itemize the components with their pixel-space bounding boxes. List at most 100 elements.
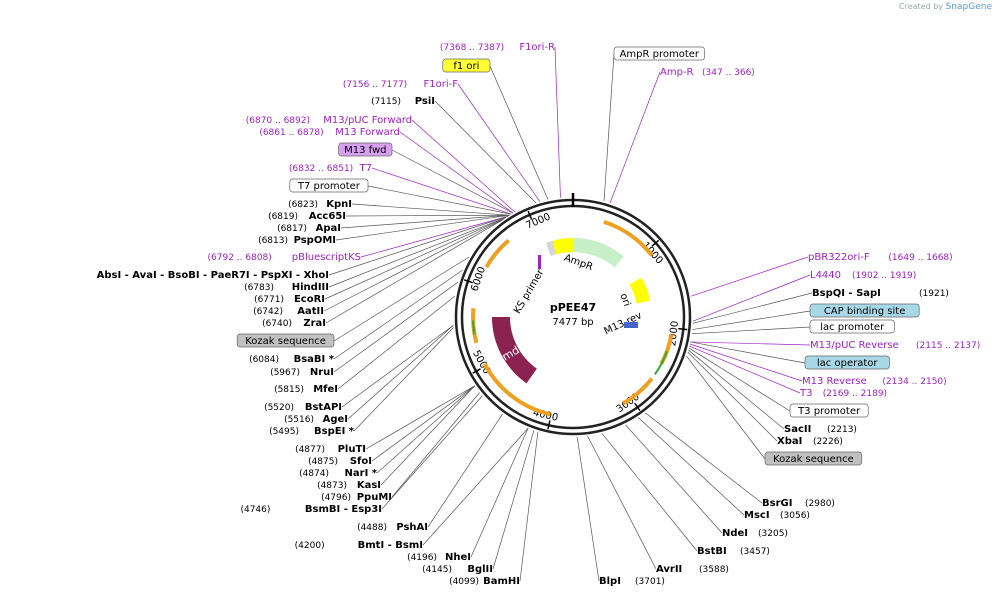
label-bspei[interactable]: BspEI *(5495) (269, 327, 454, 437)
name-aatii: AatII (297, 306, 324, 317)
label-f1-ori[interactable] (442, 58, 549, 200)
leader-mfei (337, 295, 456, 390)
leader-ecori (324, 217, 507, 300)
pos-pluti: (4877) (295, 445, 325, 455)
leader-zrai (325, 219, 503, 324)
label-xbai[interactable]: XbaI(2226) (687, 351, 843, 447)
ks-primer-label: KS primer (512, 267, 547, 316)
label-m13-forward[interactable]: M13 Forward(6861 .. 6878) (259, 127, 514, 214)
name-pspomi: PspOMI (294, 235, 336, 246)
label-m13puc-fwd[interactable]: M13/pUC Forward(6870 .. 6892) (246, 115, 516, 213)
tick-7000 (527, 210, 533, 220)
label-lac-promoter[interactable] (691, 319, 895, 335)
label-acc65i[interactable]: Acc65I(6819) (268, 211, 510, 222)
label-kozak-1[interactable] (236, 256, 470, 348)
label-bspqi-group[interactable]: BspQI - SapI(1921) (692, 288, 949, 324)
label-pluti[interactable]: PluTI (4877) (295, 385, 475, 455)
label-bstapi[interactable]: BstAPI(5520) (264, 325, 454, 413)
pos-bsrgi: (2980) (805, 499, 835, 509)
label-agei[interactable]: AgeI(5516) (284, 325, 454, 425)
label-aatii[interactable]: AatII(6742) (253, 218, 505, 317)
label-bamhi[interactable]: BamHI(4099) (449, 431, 539, 587)
label-t3-promoter[interactable] (688, 347, 869, 418)
label-ppumi[interactable]: PpuMI(4796) (321, 392, 481, 503)
label-l4440[interactable]: L4440(1902 .. 1919) (692, 270, 916, 322)
label-ndei[interactable]: NdeI(3205) (625, 424, 788, 539)
label-m13-fwd[interactable] (338, 142, 514, 214)
leader-lac-operator (690, 341, 806, 364)
label-f1ori-r[interactable]: F1ori-R(7368 .. 7387) (440, 42, 561, 198)
label-avrii[interactable]: AvrII(3588) (587, 435, 729, 575)
label-sacii[interactable]: SacII(2213) (688, 349, 857, 435)
label-bsmbi-group[interactable]: BsmBI - Esp3I(4746) (240, 395, 483, 515)
name-t7: T7 (359, 163, 372, 174)
label-msci[interactable]: MscI(3056) (638, 417, 810, 521)
leader-f1ori-f (457, 83, 541, 202)
label-bsrgi[interactable]: BsrGI(2980) (645, 412, 835, 509)
range-pbr322ori-f: (1649 .. 1668) (888, 253, 952, 263)
label-sfoi[interactable]: SfoI(4875) (308, 385, 475, 467)
label-t7[interactable]: T7 (6832 .. 6851) (289, 163, 512, 215)
label-zrai[interactable]: ZraI(6740) (262, 219, 503, 329)
label-blpi[interactable]: BlpI(3701) (576, 436, 665, 587)
label-kpni[interactable]: KpnI(6823) (288, 199, 510, 216)
leader-kpni (351, 203, 510, 216)
label-hindiii[interactable]: HindIII(6783) (244, 217, 507, 293)
pos-sfoi: (4875) (308, 457, 338, 467)
label-nari[interactable]: NarI *(4874) (299, 385, 475, 479)
label-bsabi[interactable]: BsaBI *(6084) (249, 269, 463, 365)
label-ampr-promoter[interactable] (603, 46, 705, 202)
label-psii[interactable]: PsiI(7115) (371, 96, 537, 204)
leader-f1-ori (489, 65, 549, 200)
box-cap-site (809, 303, 920, 318)
label-t3[interactable]: T3(2169 .. 2189) (689, 345, 887, 399)
label-kasi[interactable]: KasI(4873) (317, 385, 475, 491)
leader-m13puc-fwd (411, 119, 516, 213)
label-lac-operator[interactable] (690, 341, 890, 370)
name-amp-r: Amp-R (660, 67, 694, 78)
pos-ecori: (6771) (254, 295, 284, 305)
label-kozak-2[interactable] (686, 355, 863, 466)
pos-pshai: (4488) (357, 523, 387, 533)
label-pbluescriptks[interactable]: pBluescriptKS(6792 .. 6808) (208, 216, 508, 263)
label-amp-r[interactable]: Amp-R(347 .. 366) (609, 67, 755, 203)
ori-label: ori (617, 292, 632, 308)
range-t7: (6832 .. 6851) (289, 164, 353, 174)
name-f1ori-r: F1ori-R (519, 42, 555, 53)
label-mfei[interactable]: MfeI(5815) (274, 295, 456, 395)
leader-bglii (492, 430, 535, 570)
leader-ampr-promoter (603, 53, 615, 202)
label-apai[interactable]: ApaI(6817) (277, 214, 510, 234)
label-absi-group[interactable]: AbsI - AvaI - BsoBI - PaeR7I - PspXI - X… (0, 216, 508, 281)
label-pbr322ori-f[interactable]: pBR322ori-F(1649 .. 1668) (691, 252, 953, 297)
name-kozak-1: Kozak sequence (245, 336, 326, 347)
label-bglii[interactable]: BglII(4145) (422, 430, 535, 575)
name-absi-group: AbsI - AvaI - BsoBI - PaeR7I - PspXI - X… (97, 270, 329, 281)
name-pluti: PluTI (338, 444, 366, 455)
tick-5000 (472, 368, 481, 374)
leader-m13puc-rev (690, 341, 811, 346)
range-pbluescriptks: (6792 .. 6808) (208, 253, 272, 263)
label-bmti-group[interactable]: BmtI - BsmI(4200) (295, 428, 529, 551)
leader-lac-promoter (691, 326, 811, 335)
label-t7-promoter[interactable] (289, 178, 512, 215)
name-lac-promoter: lac promoter (820, 322, 885, 333)
tick-4000 (547, 420, 551, 430)
tick-1000 (651, 239, 660, 247)
name-zrai: ZraI (303, 318, 326, 329)
label-ecori[interactable]: EcoRI(6771) (254, 217, 507, 305)
leader-ndei (625, 424, 723, 534)
range-f1ori-f: (7156 .. 7177) (343, 80, 407, 90)
label-cap-site[interactable] (692, 303, 920, 330)
label-bstbi[interactable]: BstBI(3457) (601, 433, 770, 557)
pos-ndei: (3205) (758, 529, 788, 539)
label-pshai[interactable]: PshAI(4488) (357, 413, 503, 533)
label-pspomi[interactable]: PspOMI (6813) (258, 214, 510, 246)
label-m13puc-rev[interactable]: M13/pUC Reverse(2115 .. 2137) (690, 340, 980, 351)
label-arui[interactable]: NruI(5967) (270, 281, 459, 378)
label-nhei[interactable]: NheI(4196) (407, 428, 529, 563)
pos-pspomi: (6813) (258, 236, 288, 246)
box-ampr-promoter (613, 46, 705, 61)
label-m13-reverse[interactable]: M13 Reverse(2134 .. 2150) (689, 343, 947, 387)
label-f1ori-f[interactable]: F1ori-F(7156 .. 7177) (343, 79, 541, 202)
